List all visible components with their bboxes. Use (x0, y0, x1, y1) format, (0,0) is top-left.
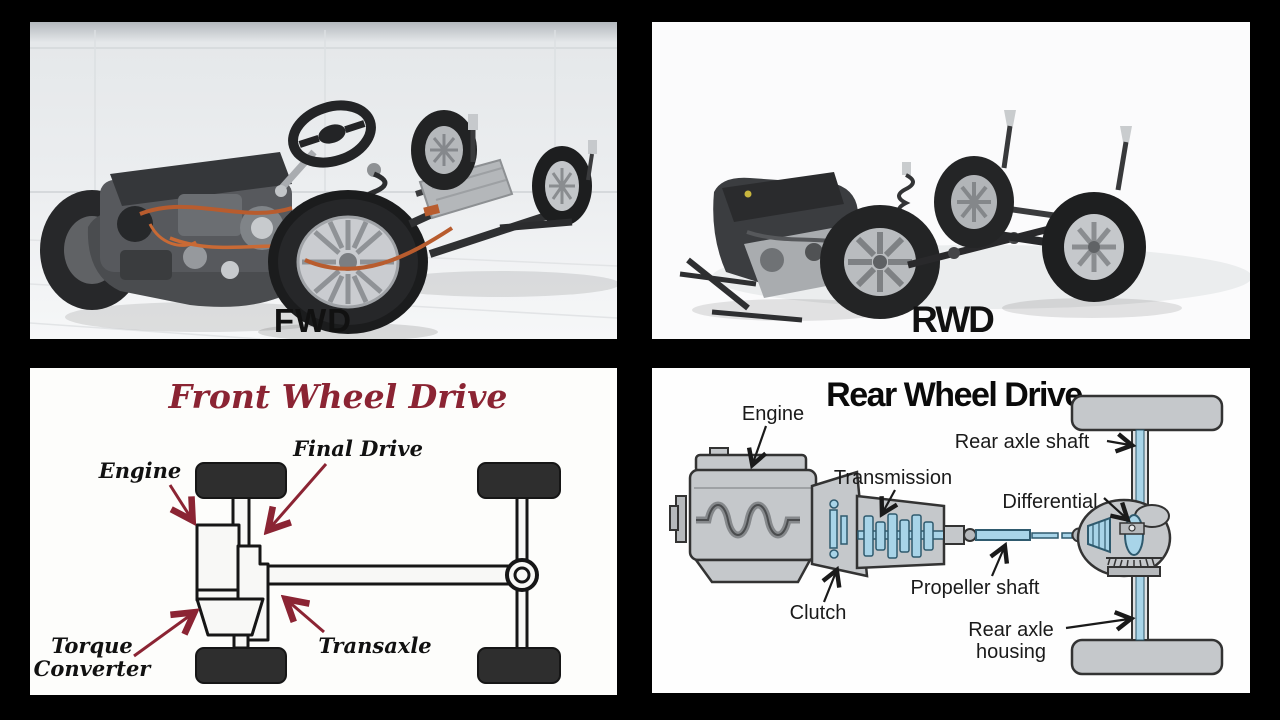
chassis-shaft (264, 564, 520, 586)
steering-wheel (275, 100, 376, 197)
fwd-caption: FWD (274, 302, 352, 339)
label-engine: Engine (742, 403, 804, 425)
arrow-propeller-shaft (992, 548, 1004, 577)
gear-stack (863, 513, 934, 559)
wheel-rear-near (532, 146, 592, 226)
arrow-transmission (883, 489, 895, 512)
engine-shadow (65, 302, 345, 332)
strut-cap-left (468, 114, 478, 130)
panel-fwd-diagram: Front Wheel Drive (30, 368, 617, 695)
rear-axle-tube (1131, 429, 1149, 641)
rear-strut-cap-left (1004, 110, 1016, 126)
engine-cutaway (669, 447, 818, 584)
label-rear-axle-housing-2: housing (976, 641, 1046, 663)
panel-rwd-photo: RWD (652, 22, 1250, 339)
orange-cable-1 (139, 204, 293, 216)
fwd-diagram-title: Front Wheel Drive (168, 377, 508, 416)
label-transaxle: Transaxle (318, 633, 431, 658)
wheel-rear-near (1042, 192, 1146, 302)
wheel-rear-left (477, 462, 561, 499)
arrow-rear-axle-shaft (1106, 441, 1130, 445)
label-torque-converter-2: Converter (34, 656, 153, 681)
rwd-diagram: Rear Wheel Drive (652, 368, 1250, 693)
panel-fwd-photo: FWD (30, 22, 617, 339)
label-rear-axle-housing-1: Rear axle (968, 619, 1054, 641)
front-subframe (679, 257, 803, 323)
arrow-clutch (824, 572, 836, 603)
orange-cable-3 (148, 223, 197, 247)
floor-seam-3 (30, 322, 261, 339)
label-rear-axle-shaft: Rear axle shaft (955, 431, 1090, 453)
clutch-housing (810, 470, 869, 578)
label-propeller-shaft: Propeller shaft (911, 577, 1040, 599)
arrow-final-drive (270, 463, 328, 528)
axle-hub-inner (513, 566, 531, 584)
arrow-torque-converter (133, 614, 192, 658)
engine-illustration (87, 152, 329, 307)
wheel-rear-far (934, 156, 1014, 248)
rear-module (408, 110, 597, 258)
prop-shaft-front (975, 529, 1031, 541)
orange-connector (423, 204, 440, 217)
arrow-engine (168, 484, 191, 518)
arrow-engine (753, 425, 766, 463)
wheel-front-main (268, 190, 428, 334)
rwd-diagram-title: Rear Wheel Drive (826, 376, 1082, 414)
prop-shaft-mid (1031, 532, 1059, 539)
diff-base-plate (1107, 566, 1161, 577)
drivetrain-geometry (195, 493, 539, 652)
label-engine: Engine (98, 458, 182, 483)
wheel-rear-right (477, 647, 561, 684)
trailing-arm (499, 218, 573, 232)
rear-module-shadow (380, 271, 617, 297)
fwd-photo-illustration: FWD (30, 22, 617, 339)
label-torque-converter-1: Torque (51, 633, 133, 658)
rear-shadow (1002, 298, 1182, 318)
arrow-differential (1103, 497, 1126, 518)
label-differential: Differential (1002, 491, 1097, 513)
label-final-drive: Final Drive (292, 436, 423, 461)
rear-assembly (934, 110, 1146, 302)
wheel-front-right (195, 647, 287, 684)
rwd-photo-illustration: RWD (652, 22, 1250, 339)
wheels (195, 462, 561, 684)
rear-strut-cap-right (1120, 126, 1132, 142)
wheel-rear-top (1070, 394, 1224, 432)
tail-housing (943, 525, 965, 545)
subframe-beam-2 (428, 210, 554, 258)
torque-converter (195, 597, 265, 637)
clutch-disc-1 (829, 509, 838, 549)
label-clutch: Clutch (790, 602, 847, 624)
panel-rwd-diagram: Rear Wheel Drive (652, 368, 1250, 693)
wheel-front-left (195, 462, 287, 499)
arrow-transaxle (288, 601, 325, 634)
label-transmission: Transmission (834, 467, 952, 489)
lower-link (232, 633, 250, 650)
gear-teeth (1107, 557, 1155, 568)
ring-gear (1124, 514, 1144, 556)
strut-cap-right (588, 140, 597, 154)
arrow-rear-axle-housing (1065, 619, 1129, 628)
engine-cap-dot (744, 190, 752, 198)
u-joint-1 (963, 528, 977, 542)
wheel-rear-far (411, 110, 477, 190)
orange-cable-floor (304, 226, 454, 271)
wheel-front (820, 205, 940, 319)
differential-assembly (1076, 498, 1172, 578)
fwd-diagram: Front Wheel Drive (30, 368, 617, 695)
rwd-caption: RWD (911, 299, 994, 339)
wheel-rear-bottom (1070, 638, 1224, 676)
clutch-disc-2 (840, 515, 848, 545)
